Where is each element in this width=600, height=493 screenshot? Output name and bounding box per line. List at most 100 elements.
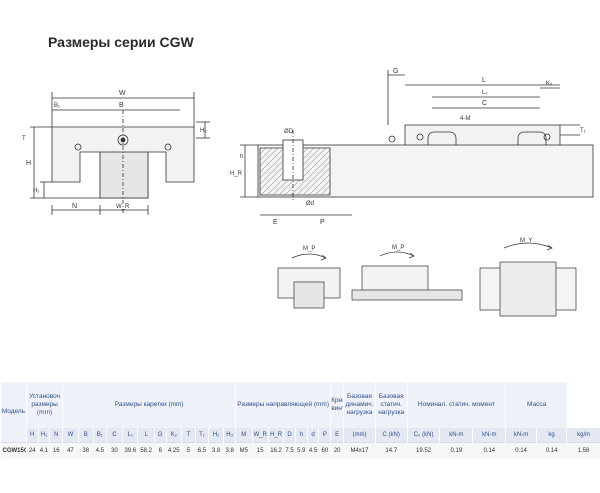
table-cell: 19.52 xyxy=(407,442,440,459)
table-cell: 5 xyxy=(181,442,196,459)
dim-label-WR: W_R xyxy=(116,204,130,210)
dim-label-T: T xyxy=(22,136,26,142)
header-rail: Размеры направляющей (mm) xyxy=(235,382,331,428)
column-header: H₂ xyxy=(207,428,224,443)
column-header: G xyxy=(153,428,167,443)
dim-label-B: B xyxy=(119,102,124,109)
dim-label-M: 4-M xyxy=(460,116,470,122)
dim-label-E: E xyxy=(273,219,278,226)
side-view-drawing xyxy=(240,70,594,216)
table-cell: 3.8 xyxy=(223,442,236,459)
column-header: H xyxy=(25,428,39,443)
dim-label-B1: B₁ xyxy=(54,103,60,109)
dim-label-d: Ød xyxy=(306,201,314,207)
table-cell: 60 xyxy=(318,442,331,459)
table-cell: 38 xyxy=(78,442,94,459)
dim-label-N: N xyxy=(72,203,77,210)
table-cell: 6.5 xyxy=(195,442,209,459)
table-cell: 16 xyxy=(49,442,63,459)
technical-drawings: W B B₁ T H₂ H H₁ N W_R G L L₁ C K₂ 4-M xyxy=(22,68,594,317)
dim-label-D: ØD xyxy=(284,129,294,135)
column-header: kN-m xyxy=(439,428,473,443)
column-header: T xyxy=(180,428,196,443)
table-cell: 0.14 xyxy=(536,442,567,459)
dim-label-G: G xyxy=(393,68,398,75)
dim-label-W: W xyxy=(119,90,126,97)
moment-view-1 xyxy=(277,253,341,309)
column-header: kg xyxy=(535,428,567,443)
dim-label-H: H xyxy=(26,160,31,167)
table-cell: 0.14 xyxy=(472,442,506,459)
table-cell: M5 xyxy=(235,442,252,459)
column-header: C xyxy=(105,428,123,443)
specification-table: Модель Установоч размеры (mm) Размеры ка… xyxy=(0,382,600,459)
column-header: L xyxy=(137,428,155,443)
column-header: H_R xyxy=(267,428,284,443)
table-cell: 0.19 xyxy=(439,442,473,459)
dim-label-H2: H₂ xyxy=(200,128,207,134)
moment-label-my: M_Y xyxy=(520,238,532,244)
header-install: Установоч размеры (mm) xyxy=(25,382,63,428)
table-cell: 30 xyxy=(106,442,123,459)
dim-label-C: C xyxy=(482,100,487,107)
table-cell: 1.58 xyxy=(566,442,600,459)
table-cell: 20 xyxy=(330,442,344,459)
column-header: h xyxy=(294,428,308,443)
column-header: D xyxy=(283,428,296,443)
header-carriage: Размеры каретки (mm) xyxy=(62,382,236,428)
table-cell: 24 xyxy=(26,442,39,459)
table-cell: M4x17 xyxy=(343,442,376,459)
moment-label-mp-2: M_P xyxy=(392,245,404,251)
column-header: H₃ xyxy=(223,428,236,443)
column-header: H₁ xyxy=(37,428,50,443)
header-stat: Базовая статич. нагрузка xyxy=(374,382,408,428)
column-header: (mm) xyxy=(343,428,376,443)
table-header-row-groups: Модель Установоч размеры (mm) Размеры ка… xyxy=(0,382,600,443)
dim-label-H1: H₁ xyxy=(33,188,39,194)
dim-label-h: h xyxy=(240,154,243,160)
table-cell: 0.14 xyxy=(505,442,537,459)
dim-label-HR: H_R xyxy=(230,171,243,177)
dim-label-L1: L₁ xyxy=(482,90,487,96)
dim-label-K2: K₂ xyxy=(546,81,553,87)
table-cell: 16.2 xyxy=(268,442,284,459)
header-moment: Номинал. статич. момент xyxy=(406,382,506,428)
column-header: d xyxy=(306,428,319,443)
column-header: B₁ xyxy=(92,428,107,443)
column-header: B xyxy=(77,428,94,443)
table-cell: 4.25 xyxy=(166,442,182,459)
column-header: K₂ xyxy=(165,428,182,443)
table-cell: 4.5 xyxy=(307,442,319,459)
table-cell: 4.5 xyxy=(93,442,107,459)
table-cell: 6 xyxy=(154,442,167,459)
column-header: W_R xyxy=(251,428,269,443)
specification-table-wrapper: Модель Установоч размеры (mm) Размеры ка… xyxy=(0,382,600,493)
dim-label-P: P xyxy=(320,219,325,226)
column-header: kg/m xyxy=(566,428,600,443)
column-header: N xyxy=(49,428,63,443)
dim-label-L: L xyxy=(482,77,486,84)
table-cell: 58.2 xyxy=(137,442,155,459)
table-cell: 47 xyxy=(62,442,79,459)
column-header: M xyxy=(235,428,252,443)
column-header: T₁ xyxy=(195,428,209,443)
table-cell: 7.5 xyxy=(283,442,296,459)
table-cell: 15 xyxy=(252,442,269,459)
table-cell: 39.6 xyxy=(122,442,138,459)
moment-view-3 xyxy=(479,242,577,317)
table-cell: 14.7 xyxy=(375,442,408,459)
column-header: C (kN) xyxy=(374,428,408,443)
moment-view-2 xyxy=(351,251,463,301)
column-header: kN-m xyxy=(505,428,537,443)
table-cell: 3.8 xyxy=(208,442,224,459)
header-model: Модель xyxy=(0,382,27,443)
header-bolt: Крепеж. винт xyxy=(330,382,344,428)
dim-label-T1: T₁ xyxy=(580,128,586,134)
column-header: kN-m xyxy=(472,428,506,443)
moment-label-mp-1: M_P xyxy=(303,246,315,252)
page-title: Размеры серии CGW xyxy=(48,34,194,50)
header-mass: Масса xyxy=(505,382,567,428)
header-dyn: Базовая динамич. нагрузка xyxy=(343,382,376,428)
front-view-drawing xyxy=(30,92,210,215)
column-header: E xyxy=(330,428,344,443)
